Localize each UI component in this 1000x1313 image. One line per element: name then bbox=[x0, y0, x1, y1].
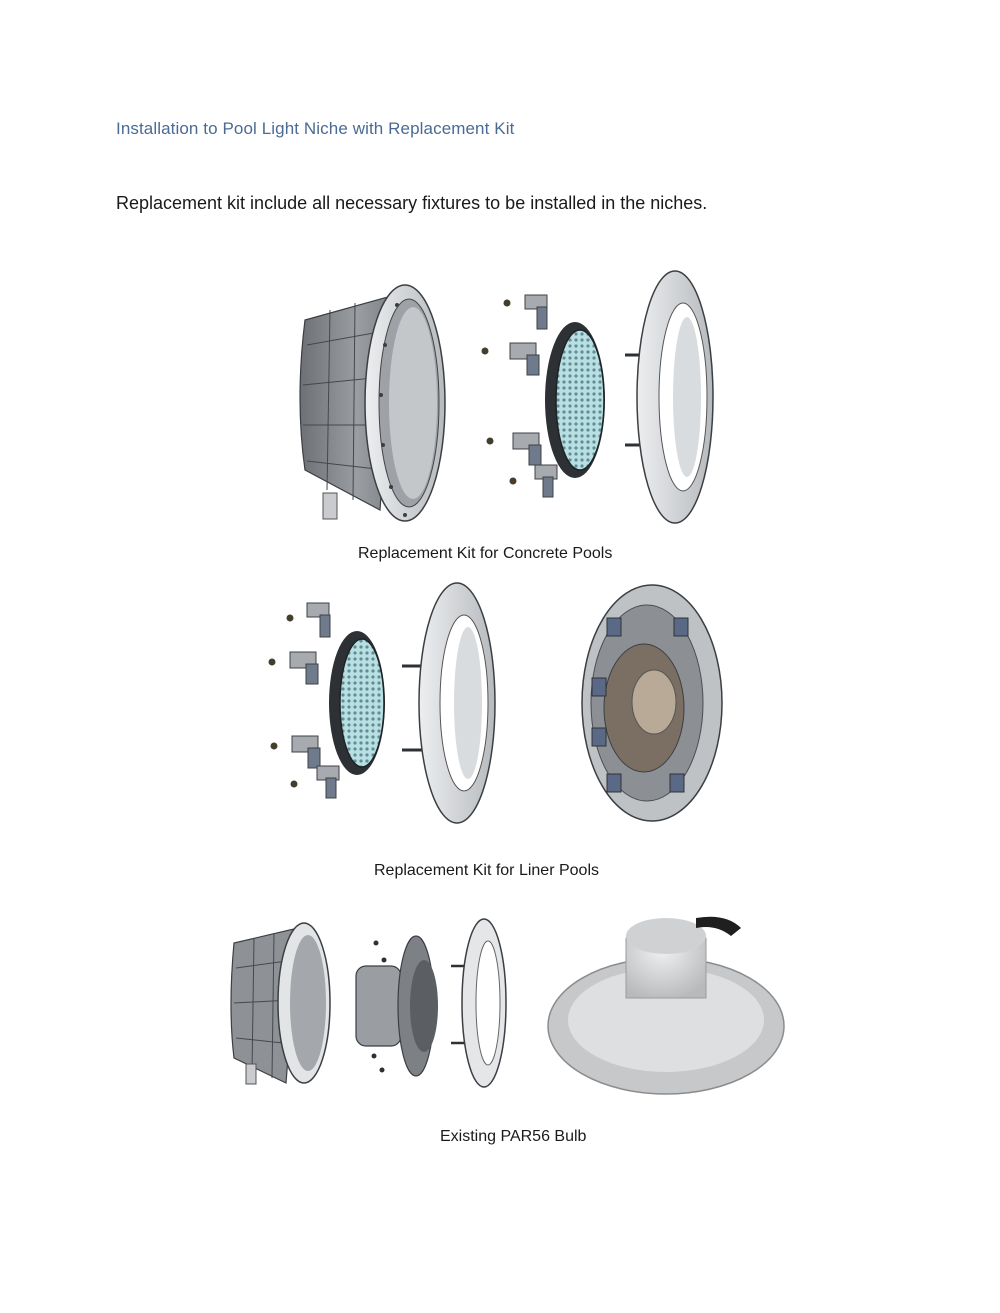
par56-lamp-assembly bbox=[355, 935, 438, 1077]
caption-concrete-kit: Replacement Kit for Concrete Pools bbox=[358, 545, 613, 562]
par56-illustration bbox=[230, 916, 785, 1095]
mounting-clips bbox=[268, 602, 340, 799]
caption-liner-kit: Replacement Kit for Liner Pools bbox=[374, 862, 599, 879]
figure-liner-kit bbox=[262, 578, 732, 828]
par56-bulb bbox=[547, 916, 785, 1095]
assembled-light bbox=[581, 584, 723, 822]
concrete-kit-illustration bbox=[299, 270, 714, 524]
intro-paragraph: Replacement kit include all necessary fi… bbox=[116, 193, 708, 213]
section-heading: Installation to Pool Light Niche with Re… bbox=[116, 119, 515, 138]
mounting-clips bbox=[481, 294, 558, 498]
caption-par56-bulb: Existing PAR56 Bulb bbox=[440, 1128, 587, 1145]
small-niche-housing bbox=[230, 922, 331, 1085]
faceplate bbox=[402, 582, 496, 824]
led-lamp bbox=[545, 322, 605, 478]
led-lamp bbox=[329, 631, 385, 775]
faceplate bbox=[625, 270, 714, 524]
small-faceplate bbox=[451, 918, 507, 1088]
figure-concrete-kit bbox=[285, 265, 725, 535]
figure-par56-bulb bbox=[226, 888, 786, 1118]
liner-kit-illustration bbox=[268, 582, 723, 824]
niche-housing bbox=[299, 284, 446, 522]
